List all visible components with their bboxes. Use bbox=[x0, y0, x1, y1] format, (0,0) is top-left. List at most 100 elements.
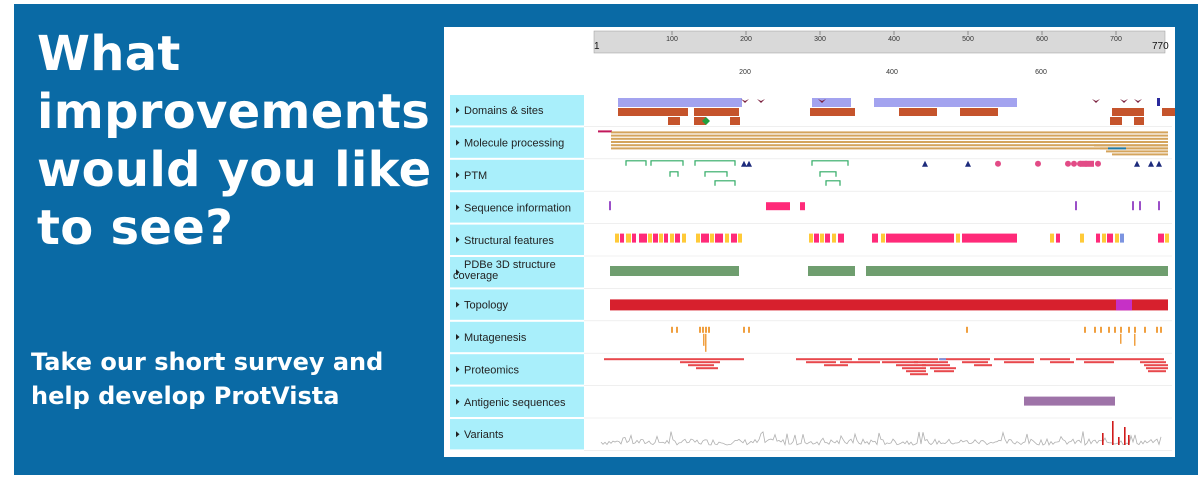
strand-feature[interactable] bbox=[881, 233, 885, 243]
mutagenesis-stack[interactable] bbox=[1120, 333, 1122, 344]
track-label-antigenic-sequences[interactable]: Antigenic sequences bbox=[450, 386, 584, 417]
mutagenesis-feature[interactable] bbox=[1134, 326, 1136, 333]
chain-feature[interactable] bbox=[611, 134, 1168, 137]
track-label-cell[interactable] bbox=[450, 419, 584, 450]
track-label-domains-sites[interactable]: Domains & sites bbox=[450, 95, 584, 126]
proteomics-peptide[interactable] bbox=[824, 364, 848, 367]
strand-feature[interactable] bbox=[832, 233, 836, 243]
mutagenesis-feature[interactable] bbox=[671, 326, 673, 333]
proteomics-peptide[interactable] bbox=[604, 358, 744, 361]
mutagenesis-feature[interactable] bbox=[1160, 326, 1162, 333]
mutagenesis-feature[interactable] bbox=[1128, 326, 1130, 333]
proteomics-peptide[interactable] bbox=[1148, 370, 1166, 373]
strand-feature[interactable] bbox=[615, 233, 619, 243]
modified-residue-icon[interactable] bbox=[1065, 160, 1071, 167]
strand-feature[interactable] bbox=[670, 233, 674, 243]
track-label-variants[interactable]: Variants bbox=[450, 419, 584, 450]
strand-feature[interactable] bbox=[710, 233, 714, 243]
strand-feature[interactable] bbox=[1050, 233, 1054, 243]
site-chevron-icon[interactable] bbox=[757, 99, 765, 103]
disulfide-bond[interactable] bbox=[669, 171, 679, 177]
proteomics-peptide[interactable] bbox=[1136, 358, 1164, 361]
modified-residue-icon[interactable] bbox=[1095, 160, 1101, 167]
site-chevron-icon[interactable] bbox=[1120, 99, 1128, 103]
domain-feature[interactable] bbox=[618, 98, 742, 107]
compositional-bias[interactable] bbox=[766, 202, 790, 211]
helix-feature[interactable] bbox=[639, 233, 647, 243]
proteomics-peptide[interactable] bbox=[1050, 361, 1074, 364]
proteomics-peptide[interactable] bbox=[922, 364, 950, 367]
strand-feature[interactable] bbox=[956, 233, 960, 243]
mutagenesis-feature[interactable] bbox=[1084, 326, 1086, 333]
glycosylation-icon[interactable] bbox=[1156, 160, 1162, 167]
proteomics-peptide[interactable] bbox=[934, 370, 954, 373]
mutagenesis-feature[interactable] bbox=[1094, 326, 1096, 333]
glycosylation-icon[interactable] bbox=[922, 160, 928, 167]
site-chevron-icon[interactable] bbox=[741, 99, 749, 103]
region-feature[interactable] bbox=[1134, 117, 1144, 125]
helix-feature[interactable] bbox=[814, 233, 819, 243]
proteomics-peptide[interactable] bbox=[974, 364, 992, 367]
mutagenesis-feature[interactable] bbox=[705, 326, 707, 333]
track-label-cell[interactable] bbox=[450, 192, 584, 223]
proteomics-peptide[interactable] bbox=[910, 373, 928, 376]
chain-feature[interactable] bbox=[611, 131, 1168, 134]
proteomics-peptide[interactable] bbox=[796, 358, 852, 361]
mutagenesis-feature[interactable] bbox=[966, 326, 968, 333]
proteomics-peptide[interactable] bbox=[1140, 361, 1166, 364]
proteomics-peptide[interactable] bbox=[1084, 361, 1114, 364]
helix-feature[interactable] bbox=[872, 233, 878, 243]
mutagenesis-feature[interactable] bbox=[743, 326, 745, 333]
proteomics-peptide[interactable] bbox=[696, 367, 718, 370]
mutagenesis-feature[interactable] bbox=[676, 326, 678, 333]
site-chevron-icon[interactable] bbox=[1134, 99, 1142, 103]
modified-residue-icon[interactable] bbox=[995, 160, 1001, 167]
propeptide-feature[interactable] bbox=[1094, 144, 1168, 147]
modified-residue-icon[interactable] bbox=[1035, 160, 1041, 167]
sequence-conflict[interactable] bbox=[1158, 201, 1160, 211]
strand-feature[interactable] bbox=[738, 233, 742, 243]
track-label-cell[interactable] bbox=[450, 354, 584, 385]
track-label-ptm[interactable]: PTM bbox=[450, 159, 584, 191]
site-marker[interactable] bbox=[1157, 98, 1160, 106]
track-label-cell[interactable] bbox=[450, 321, 584, 353]
track-label-cell[interactable] bbox=[450, 224, 584, 255]
mutagenesis-stack[interactable] bbox=[1134, 333, 1136, 346]
mutagenesis-feature[interactable] bbox=[702, 326, 704, 333]
variant-peak[interactable] bbox=[1112, 421, 1114, 445]
track-label-structural-features[interactable]: Structural features bbox=[450, 224, 584, 255]
site-chevron-icon[interactable] bbox=[818, 99, 826, 103]
mutagenesis-feature[interactable] bbox=[1114, 326, 1116, 333]
glycosylation-icon[interactable] bbox=[1134, 160, 1140, 167]
modified-residue-icon[interactable] bbox=[1071, 160, 1077, 167]
binding-site-icon[interactable] bbox=[702, 117, 710, 125]
region-feature[interactable] bbox=[1162, 108, 1175, 116]
pdbe-coverage-segment[interactable] bbox=[866, 266, 1168, 276]
triangle-right-icon[interactable] bbox=[456, 301, 460, 308]
proteomics-peptide[interactable] bbox=[1004, 361, 1034, 364]
triangle-right-icon[interactable] bbox=[456, 107, 460, 114]
region-feature[interactable] bbox=[960, 108, 998, 116]
chain-feature[interactable] bbox=[611, 147, 1168, 150]
variant-peak[interactable] bbox=[1118, 437, 1120, 445]
proteomics-peptide[interactable] bbox=[1146, 367, 1168, 370]
helix-feature[interactable] bbox=[715, 233, 723, 243]
turn-feature[interactable] bbox=[1120, 233, 1124, 243]
triangle-right-icon[interactable] bbox=[456, 172, 460, 178]
helix-feature[interactable] bbox=[653, 233, 658, 243]
variant-density-line[interactable] bbox=[600, 431, 1162, 447]
proteomics-peptide[interactable] bbox=[1076, 358, 1136, 361]
helix-feature[interactable] bbox=[1107, 233, 1113, 243]
helix-feature[interactable] bbox=[731, 233, 737, 243]
sequence-conflict[interactable] bbox=[1075, 201, 1077, 211]
sequence-conflict[interactable] bbox=[1132, 201, 1134, 211]
region-feature[interactable] bbox=[694, 117, 706, 125]
strand-feature[interactable] bbox=[682, 233, 686, 243]
proteomics-peptide[interactable] bbox=[994, 358, 1034, 361]
triangle-right-icon[interactable] bbox=[456, 334, 460, 340]
pdbe-coverage-segment[interactable] bbox=[808, 266, 855, 276]
glycosylation-icon[interactable] bbox=[746, 160, 752, 167]
region-feature[interactable] bbox=[618, 108, 688, 116]
antigenic-sequence[interactable] bbox=[1024, 396, 1115, 406]
